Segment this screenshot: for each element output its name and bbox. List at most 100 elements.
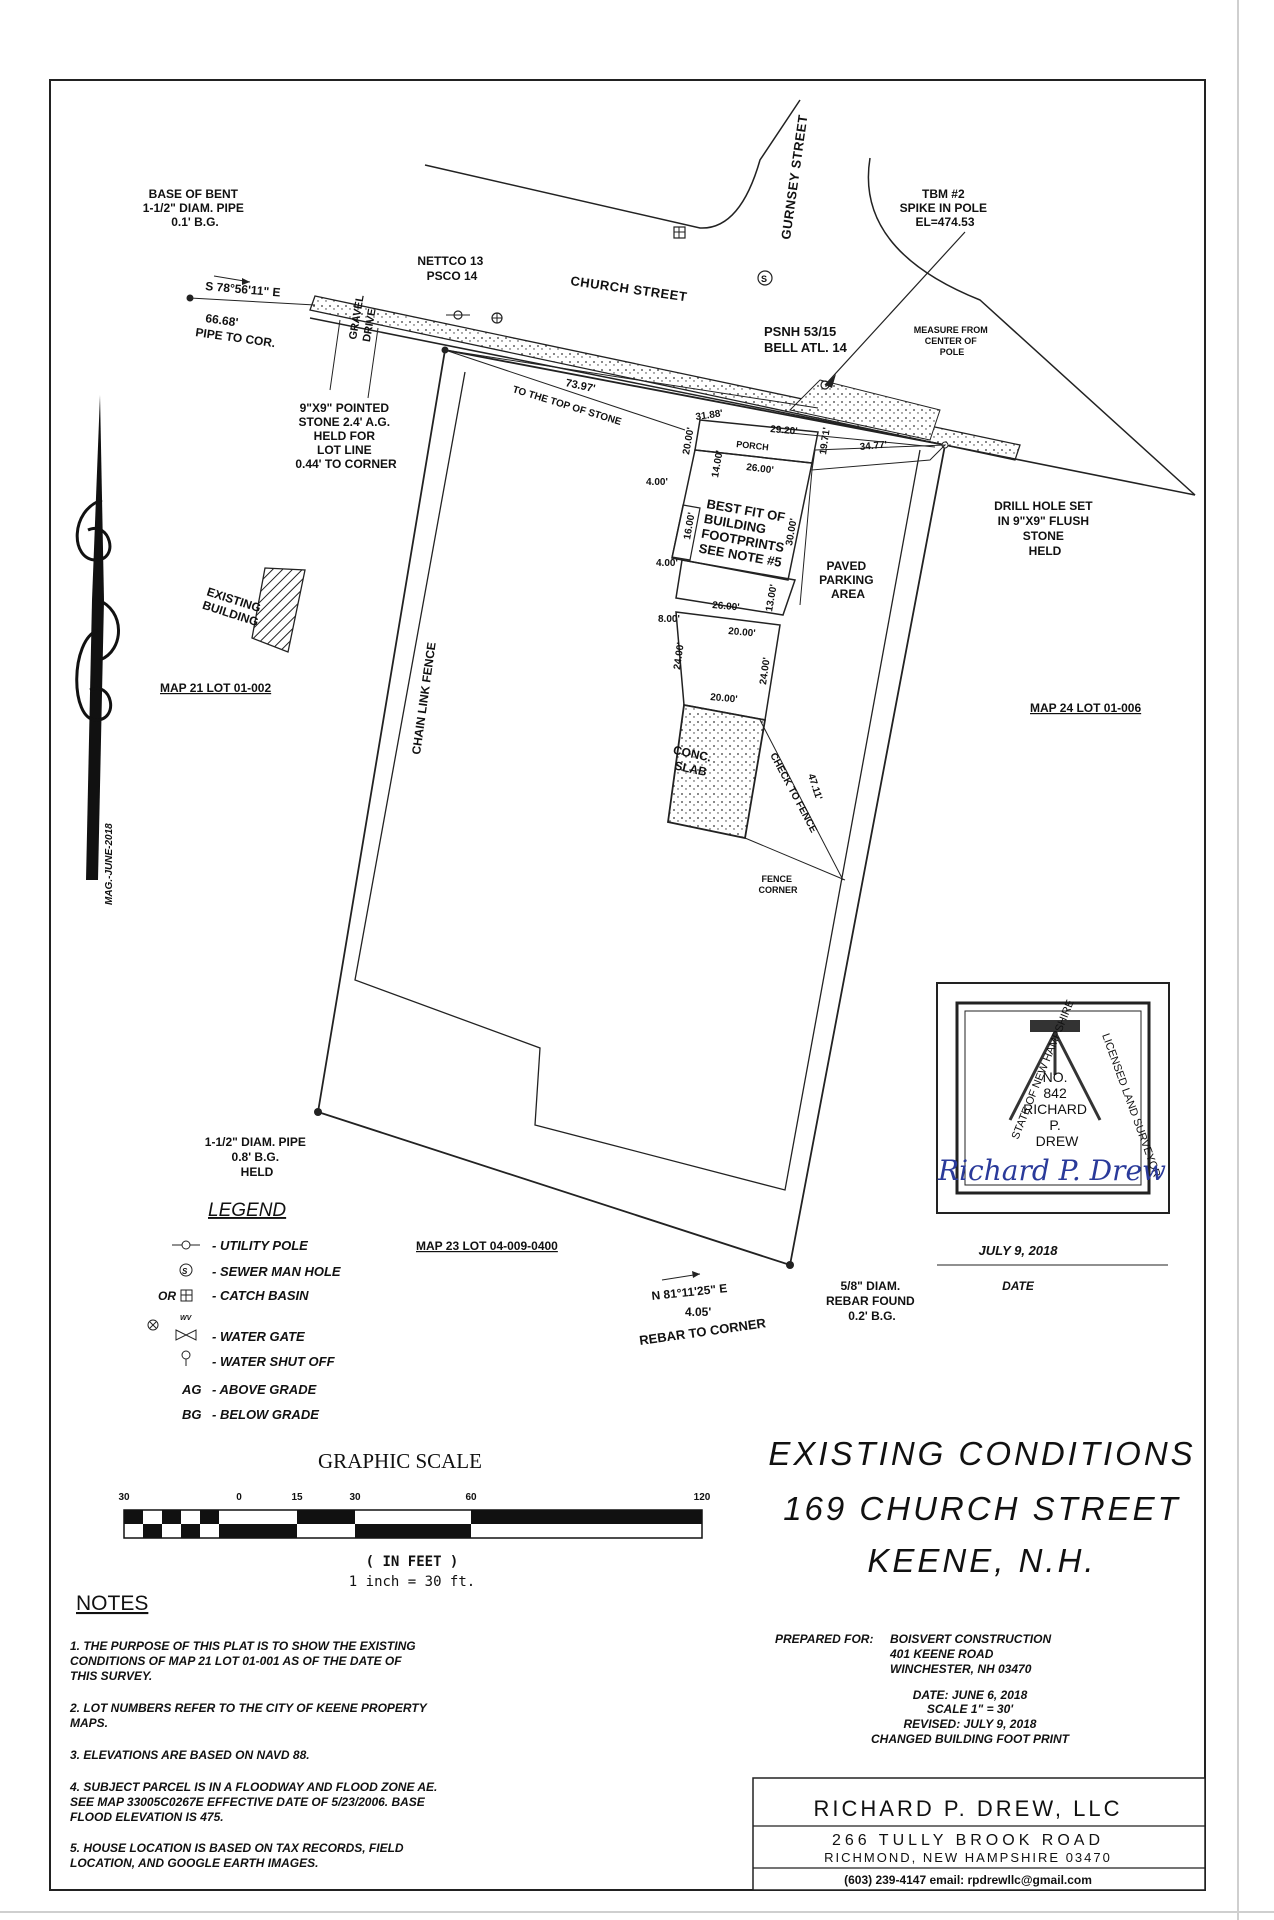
rebar-marker-se [786, 1261, 794, 1269]
parcel: GRAVEL DRIVE [186, 294, 949, 1269]
svg-text:- ABOVE GRADE: - ABOVE GRADE [212, 1382, 317, 1397]
legend-below-grade: BG - BELOW GRADE [182, 1407, 319, 1422]
note-3: 3. ELEVATIONS ARE BASED ON NAVD 88. [70, 1748, 310, 1762]
note-5: 5. HOUSE LOCATION IS BASED ON TAX RECORD… [70, 1841, 407, 1870]
map21-label: MAP 21 LOT 01-002 [160, 681, 271, 695]
rebar-distance-label: 4.05' [685, 1305, 711, 1319]
north-arrow-icon: MAG.-JUNE-2018 [75, 395, 120, 905]
street-right-of-way [309, 317, 1196, 496]
north-tag-label: MAG.-JUNE-2018 [104, 823, 115, 905]
dim-2400b: 24.00' [758, 657, 773, 686]
note-2: 2. LOT NUMBERS REFER TO THE CITY OF KEEN… [69, 1701, 430, 1730]
svg-text:- UTILITY POLE: - UTILITY POLE [212, 1238, 308, 1253]
scale-tick-0: 0 [236, 1492, 242, 1503]
drawing-title: EXISTING CONDITIONS 169 CHURCH STREET KE… [768, 1435, 1192, 1579]
drawing-date: DATE: JUNE 6, 2018 [913, 1688, 1028, 1702]
dim-2000c: 20.00' [710, 692, 738, 705]
prepared-for-name: BOISVERT CONSTRUCTION [890, 1632, 1051, 1646]
notes: NOTES 1. THE PURPOSE OF THIS PLAT IS TO … [69, 1592, 441, 1870]
base-bent-label: BASE OF BENT 1-1/2" DIAM. PIPE 0.1' B.G. [143, 187, 247, 229]
seal-date-value: JULY 9, 2018 [978, 1243, 1058, 1258]
chain-link-fence [354, 371, 921, 1191]
dim-2400a: 24.00' [672, 642, 687, 671]
dim-400b: 4.00' [656, 558, 678, 569]
legend-catch-basin: OR - CATCH BASIN [158, 1288, 309, 1303]
legend-utility-pole: - UTILITY POLE [172, 1238, 308, 1253]
building-footprint [666, 419, 947, 881]
gravel-drive-edge-a [329, 319, 341, 391]
svg-text:S: S [761, 274, 767, 284]
seal-inner-frame [955, 1001, 1151, 1195]
prepared-for-city: WINCHESTER, NH 03470 [890, 1662, 1032, 1676]
tbm-leader-line [824, 231, 966, 386]
measure-pole-label: MEASURE FROM CENTER OF POLE [914, 325, 991, 357]
prepared-for-label: PREPARED FOR: [775, 1632, 873, 1646]
theodolite-icon [1008, 1020, 1102, 1121]
svg-text:- CATCH BASIN: - CATCH BASIN [212, 1288, 309, 1303]
svg-text:- WATER GATE: - WATER GATE [212, 1329, 305, 1344]
drawing-scale: SCALE 1" = 30' [927, 1702, 1014, 1716]
legend: LEGEND - UTILITY POLE S - SEWER MAN HOLE… [147, 1200, 341, 1422]
svg-text:WV: WV [180, 1315, 193, 1322]
rebar-found-label: 5/8" DIAM. REBAR FOUND 0.2' B.G. [826, 1279, 918, 1323]
dim-1300: 13.00' [764, 584, 780, 613]
tie-line-porch [444, 349, 819, 409]
scale-tick-120: 120 [694, 1492, 711, 1503]
map24-label: MAP 24 LOT 01-006 [1030, 701, 1141, 715]
parcel-boundary [316, 348, 947, 1267]
dim-2600b: 26.00' [712, 600, 740, 613]
bump-out [671, 504, 701, 561]
conc-slab-label: CONC. SLAB [669, 743, 716, 780]
scale-tick-60: 60 [465, 1492, 477, 1503]
dim-2000a: 20.00' [681, 427, 697, 456]
best-fit-label: BEST FIT OF BUILDING FOOTPRINTS SEE NOTE… [698, 496, 794, 570]
slab-to-fence-line [744, 837, 846, 881]
dim-3000: 30.00' [784, 518, 800, 547]
dim-400a: 4.00' [646, 477, 668, 488]
svg-text:OR: OR [158, 1289, 176, 1303]
company-contact: (603) 239-4147 email: rpdrewllc@gmail.co… [844, 1873, 1092, 1887]
check-fence-line [759, 719, 844, 881]
church-street-north-edge [424, 99, 801, 229]
sidewalk-widening [788, 379, 941, 441]
title-line-2: 169 CHURCH STREET [783, 1490, 1181, 1527]
sewer-manhole-icon: S [757, 270, 773, 286]
svg-text:AG: AG [181, 1382, 202, 1397]
seal-date-label: DATE [1002, 1279, 1035, 1293]
corner-marker-nw [441, 346, 449, 354]
dim-1400: 14.00' [710, 450, 726, 479]
surveyor-seal: STATE OF NEW HAMPSHIRE LICENSED LAND SUR… [936, 982, 1170, 1214]
prepared-for-block: PREPARED FOR: BOISVERT CONSTRUCTION 401 … [775, 1632, 1071, 1746]
drawing-revised: REVISED: JULY 9, 2018 [904, 1717, 1037, 1731]
gurnsey-street-label: GURNSEY STREET [778, 114, 810, 241]
seal-center-text: NO. 842 RICHARD P. DREW [1023, 1069, 1091, 1149]
seal-signature: Richard P. Drew [937, 1154, 1166, 1187]
dim-2600a: 26.00' [746, 462, 775, 476]
scale-unit: ( IN FEET ) [366, 1554, 459, 1570]
streets: CHURCH STREET GURNSEY STREET S [309, 99, 1196, 496]
tbm-label: TBM #2 SPIKE IN POLE EL=474.53 [900, 187, 991, 229]
scale-tick-15: 15 [291, 1492, 303, 1503]
company-name: RICHARD P. DREW, LLC [814, 1796, 1123, 1821]
utility-pole-icon [446, 310, 470, 320]
water-gate-icon [491, 312, 503, 324]
parking-edge-west [799, 469, 813, 606]
svg-text:- BELOW GRADE: - BELOW GRADE [212, 1407, 319, 1422]
fence-corner-label: FENCE CORNER [758, 874, 798, 895]
seal-ring [964, 1010, 1142, 1186]
rear-section-a [675, 559, 796, 616]
existing-building-hatch [251, 567, 306, 653]
pipe-distance-label: 66.68' [205, 311, 240, 329]
catch-basin-icon [673, 226, 686, 239]
note-4: 4. SUBJECT PARCEL IS IN A FLOODWAY AND F… [69, 1780, 441, 1824]
dist-73-label: 73.97' [564, 377, 596, 395]
porch-label: PORCH [736, 439, 769, 452]
legend-water-shutoff: - WATER SHUT OFF [181, 1350, 336, 1369]
legend-water-gate: WV - WATER GATE [147, 1315, 305, 1344]
church-street-label: CHURCH STREET [570, 273, 689, 304]
note-1: 1. THE PURPOSE OF THIS PLAT IS TO SHOW T… [70, 1639, 419, 1683]
sheet-border [49, 79, 1206, 1891]
scale-title: GRAPHIC SCALE [318, 1449, 482, 1473]
drawing-revision-note: CHANGED BUILDING FOOT PRINT [871, 1732, 1071, 1746]
